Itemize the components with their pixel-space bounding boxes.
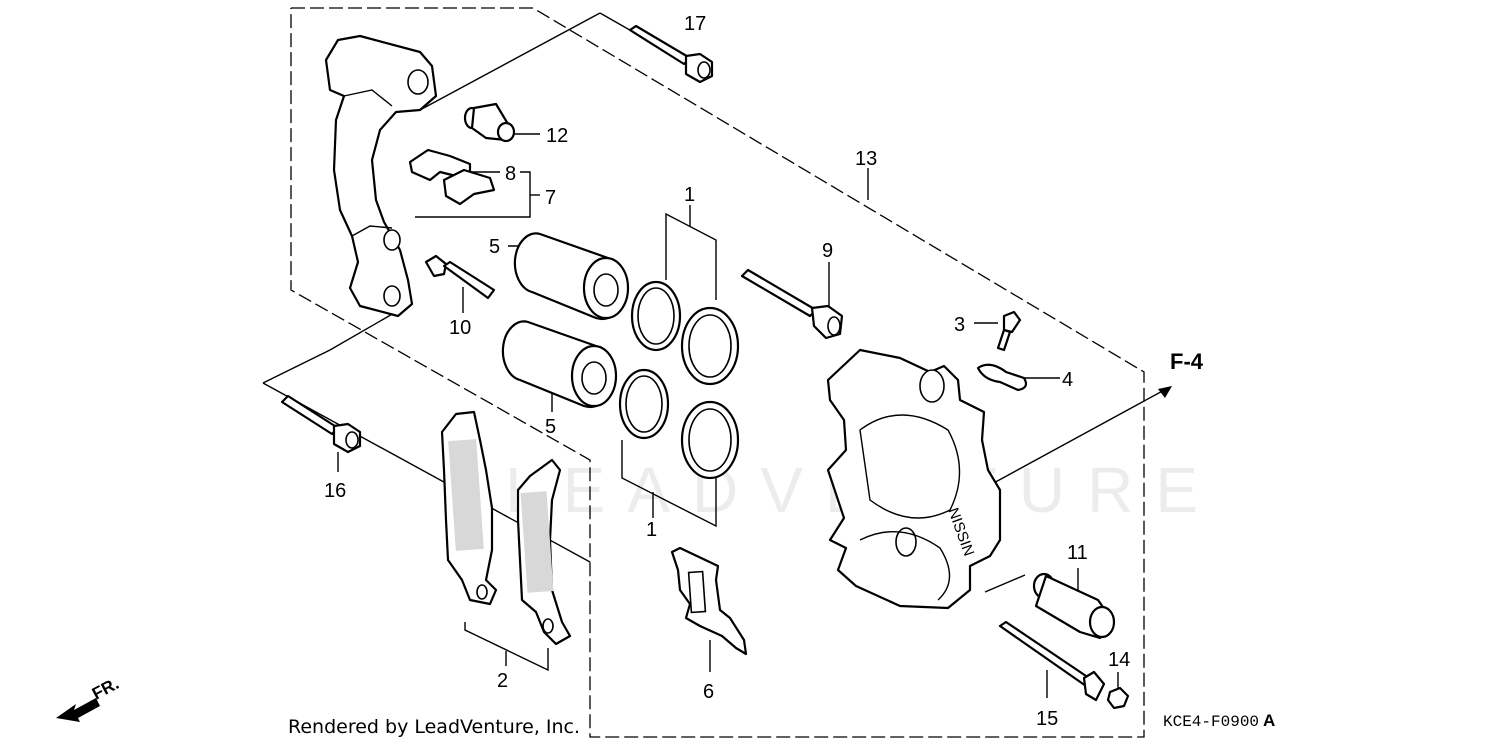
callout-4: 4 (1062, 369, 1073, 391)
callout-9: 9 (822, 240, 833, 262)
pin-bolt-9 (740, 268, 844, 340)
footer-credit: Rendered by LeadVenture, Inc. (288, 716, 581, 738)
caliper-body: NISSIN (826, 348, 1002, 610)
diagram-code-suffix: A (1263, 711, 1276, 730)
callout-13: 13 (855, 148, 877, 170)
boot-12 (463, 102, 516, 143)
callout-7: 7 (545, 187, 556, 209)
diagram-code-text: KCE4-F0900 (1163, 713, 1260, 731)
callout-6: 6 (703, 681, 714, 703)
bolt-17 (628, 24, 714, 84)
piston-5-bottom (501, 320, 618, 408)
bolt-16 (280, 394, 362, 454)
callout-3: 3 (954, 314, 965, 336)
direction-label: FR. (89, 674, 122, 704)
piston-5-top (513, 232, 630, 320)
callout-16: 16 (324, 480, 346, 502)
pad-pin-15 (998, 620, 1106, 702)
pin-11 (1032, 572, 1116, 640)
front-direction-arrow: FR. (56, 674, 122, 722)
brake-pad-set-2 (440, 410, 572, 646)
pad-retainer-8 (408, 148, 496, 206)
piston-seal-set-1 (618, 280, 740, 480)
pin-10 (424, 254, 496, 300)
callout-1-bottom: 1 (646, 519, 657, 541)
caliper-bracket (324, 34, 438, 318)
callout-8: 8 (505, 163, 516, 185)
callout-1-top: 1 (684, 184, 695, 206)
assembly-outline (290, 7, 1145, 738)
pad-spring-6 (670, 546, 748, 656)
callout-5-bottom: 5 (545, 416, 556, 438)
callout-17: 17 (684, 13, 706, 35)
plug-14 (1106, 686, 1130, 710)
callout-11: 11 (1067, 542, 1088, 564)
bleeder-3 (996, 310, 1022, 352)
callout-14: 14 (1108, 649, 1130, 671)
callouts: 17 12 8 7 13 1 5 9 10 3 F-4 4 5 16 1 11 … (324, 13, 1204, 730)
reference-label: F-4 (1170, 349, 1204, 374)
callout-10: 10 (449, 317, 471, 339)
callout-12: 12 (546, 125, 568, 147)
callout-2: 2 (497, 670, 508, 692)
callout-5-top: 5 (489, 236, 500, 258)
bleeder-cap-4 (976, 363, 1028, 392)
callout-15: 15 (1036, 708, 1058, 730)
